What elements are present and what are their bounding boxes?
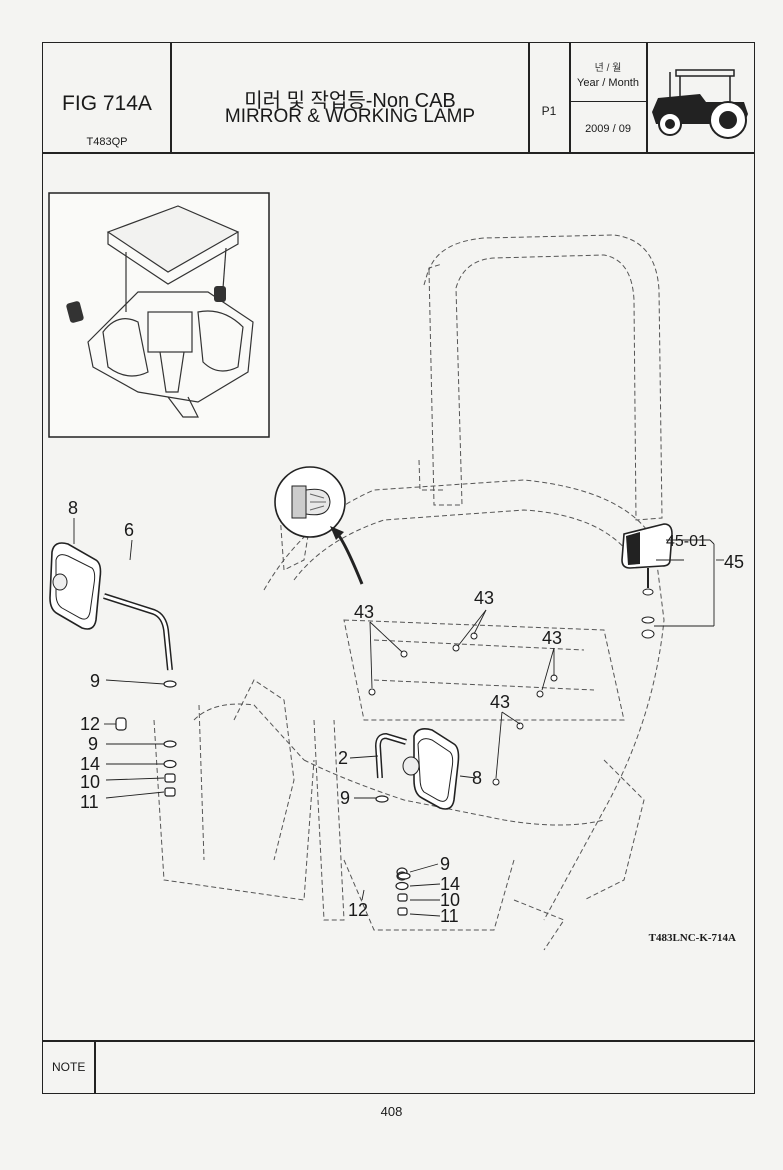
header-divider xyxy=(569,42,571,153)
right-hardware-stack xyxy=(375,795,411,916)
inset-left-mirror xyxy=(66,301,84,323)
exploded-diagram: 8 6 9 12 9 14 10 11 43 43 43 43 45-01 45… xyxy=(49,234,744,951)
note-top-rule xyxy=(42,1040,755,1042)
callout-6: 6 xyxy=(124,520,134,540)
page-frame xyxy=(42,42,755,1094)
callout-9-left-top: 9 xyxy=(90,671,100,691)
callout-11-right: 11 xyxy=(440,906,459,926)
working-lamp xyxy=(621,523,673,639)
tractor-overview-illustration xyxy=(87,205,254,418)
note-label: NOTE xyxy=(52,1060,86,1074)
header-divider xyxy=(646,42,648,153)
callout-45: 45 xyxy=(724,552,744,572)
figure-number: FIG 714A xyxy=(62,92,152,115)
leader-lines xyxy=(73,518,724,917)
date-cell-rule xyxy=(569,101,647,102)
callout-10-left: 10 xyxy=(80,772,100,792)
drawing-code: T483LNC-K-714A xyxy=(648,932,736,944)
callout-43-d: 43 xyxy=(490,692,510,712)
callout-11-left: 11 xyxy=(80,792,99,812)
callout-2: 2 xyxy=(338,748,348,768)
year-month-label: Year / Month xyxy=(577,77,639,89)
grommet-detail-bubble xyxy=(274,466,346,538)
callout-8-left: 8 xyxy=(68,498,78,518)
page-label: P1 xyxy=(541,104,557,118)
tractor-body-outline xyxy=(153,479,665,951)
callout-14-right: 14 xyxy=(440,874,460,894)
header-divider xyxy=(528,42,530,153)
year-month-korean: 년 / 월 xyxy=(594,63,622,74)
detail-pointer-arrow xyxy=(334,530,364,585)
callout-45-01: 45-01 xyxy=(666,533,707,550)
right-mirror xyxy=(402,728,460,810)
callout-9-left: 9 xyxy=(88,734,98,754)
revision-date: 2009 / 09 xyxy=(585,123,631,135)
callout-43-a: 43 xyxy=(354,602,374,622)
model-code: T483QP xyxy=(86,136,128,148)
page-number: 408 xyxy=(380,1104,403,1119)
callout-12-right: 12 xyxy=(348,900,368,920)
grommet-holes xyxy=(368,632,558,786)
callout-14-left: 14 xyxy=(80,754,100,774)
left-mirror xyxy=(49,542,102,630)
overview-inset xyxy=(48,192,270,438)
callout-10-right: 10 xyxy=(440,890,460,910)
callout-43-c: 43 xyxy=(542,628,562,648)
callout-12-left: 12 xyxy=(80,714,100,734)
title-korean: 미러 및 작업등-Non CAB xyxy=(244,90,456,112)
header-divider xyxy=(170,42,172,153)
callout-9-right-top: 9 xyxy=(340,788,350,808)
rops-frame-outline xyxy=(418,234,663,521)
callout-8-right: 8 xyxy=(472,768,482,788)
header-bottom-rule xyxy=(42,152,755,154)
callout-9-right: 9 xyxy=(440,854,450,874)
tractor-icon xyxy=(652,69,748,139)
callout-labels: 8 6 9 12 9 14 10 11 43 43 43 43 45-01 45… xyxy=(68,498,744,926)
callout-43-b: 43 xyxy=(474,588,494,608)
title-english: MIRROR & WORKING LAMP xyxy=(224,106,476,127)
note-divider xyxy=(94,1040,96,1094)
inset-right-mirror xyxy=(214,286,226,302)
